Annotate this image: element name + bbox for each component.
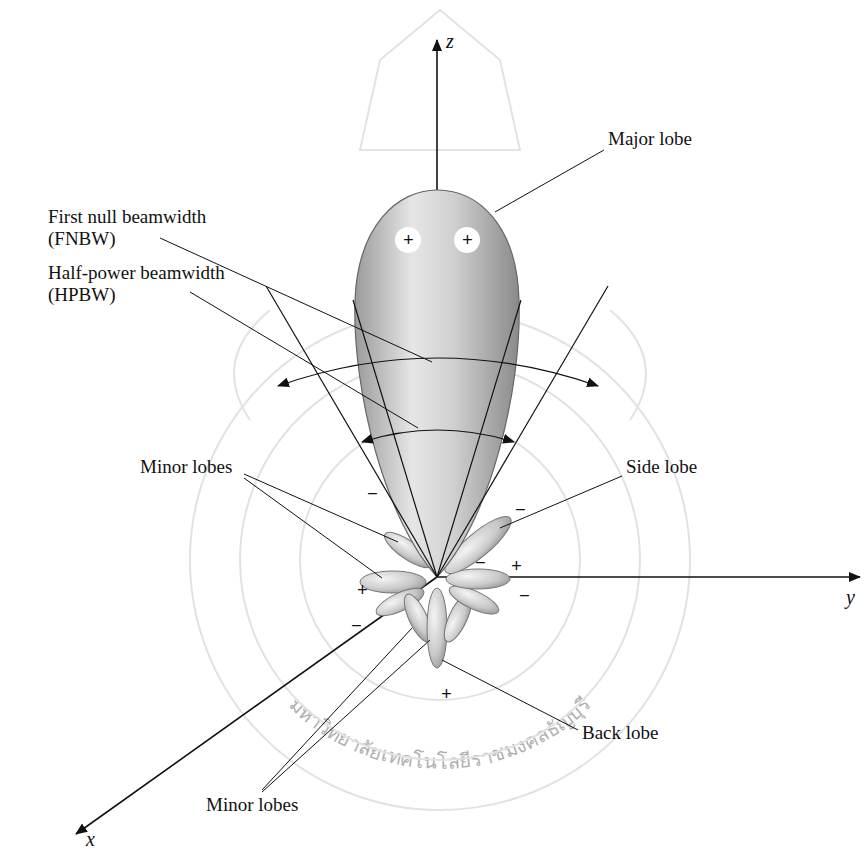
major-lobe [355,190,519,577]
watermark-text: มหาวิทยาลัยเทคโนโลยีราชมงคลธัญบุรี [284,692,595,774]
sign-mark: − [519,585,530,607]
axes [76,40,860,834]
sign-mark: + [441,683,452,705]
part-label: Minor lobes [140,456,232,478]
part-label: Major lobe [608,128,692,150]
axis-label: y [846,586,855,609]
axis-label: z [446,30,454,53]
sign-mark: + [357,579,368,601]
sign-mark: − [367,483,378,505]
sign-mark: + [403,229,414,251]
sign-mark: − [515,499,526,521]
part-label: Back lobe [582,722,659,744]
part-label: Side lobe [626,456,697,478]
sign-disc [395,227,421,253]
part-label: Minor lobes [206,794,298,816]
sign-mark: − [351,615,362,637]
sign-mark: − [475,552,486,574]
part-label: Half-power beamwidth (HPBW) [48,262,238,306]
sign-mark: + [462,229,473,251]
axis-label: x [86,828,95,851]
beamwidth-lines [266,286,608,577]
sign-mark: + [511,555,522,577]
sign-disc [454,227,480,253]
part-label: First null beamwidth (FNBW) [48,206,228,250]
